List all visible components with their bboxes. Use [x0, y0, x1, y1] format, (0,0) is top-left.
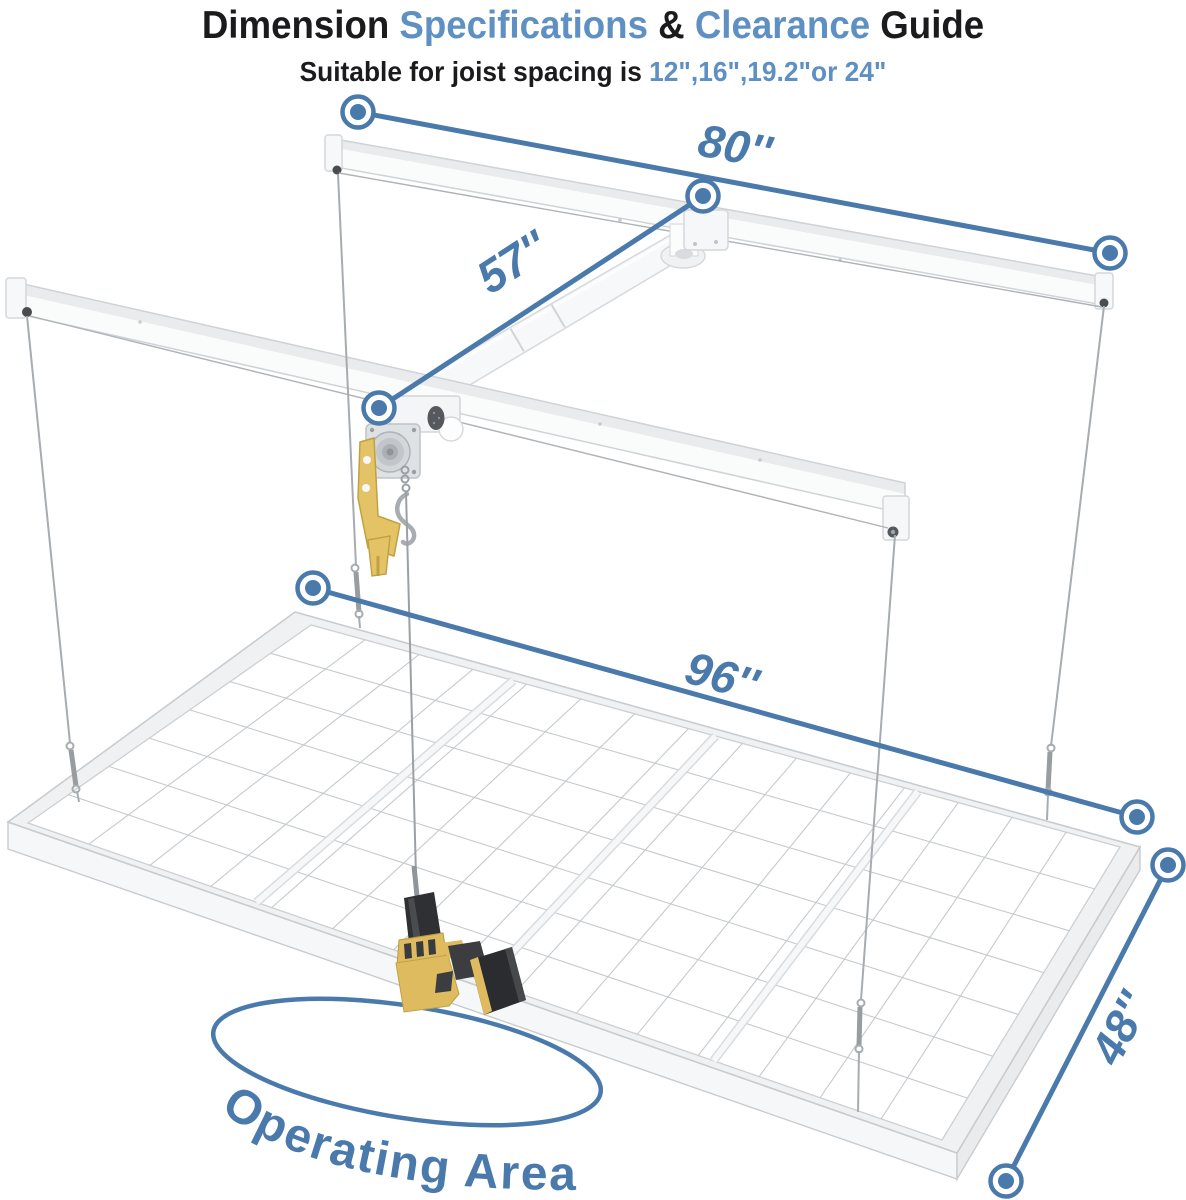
- page-title: Dimension Specifications & Clearance Gui…: [36, 4, 1151, 48]
- title-part-black: &: [647, 4, 695, 47]
- front-rail-left-endcap: [5, 277, 27, 319]
- suspension-cable-front-right: [854, 534, 896, 1113]
- mesh-wire: [332, 698, 582, 930]
- dimension-80: 80'': [340, 94, 1128, 271]
- mesh-wire: [758, 802, 959, 1077]
- title-part-black: Guide: [870, 4, 985, 47]
- title-part-blue: Clearance: [694, 4, 871, 47]
- mesh-wire: [697, 787, 905, 1056]
- mesh-wire: [819, 817, 1013, 1099]
- dimension-96: 96'': [295, 570, 1155, 835]
- dimension-label-96: 96'': [680, 641, 766, 711]
- winch-hoist-unit: [357, 395, 464, 577]
- mesh-wire: [880, 831, 1067, 1120]
- dimension-label-48: 48'': [1080, 982, 1161, 1073]
- dimension-label-80: 80'': [694, 114, 777, 179]
- vent-grille-icon: [427, 406, 445, 430]
- pulley-icon: [22, 307, 32, 317]
- title-part-blue: Specifications: [399, 4, 648, 47]
- title-part-black: Dimension: [201, 4, 400, 47]
- suspension-cable-back-left: [337, 173, 364, 629]
- pulley-icon: [1099, 298, 1109, 308]
- pulley-icon: [332, 165, 342, 175]
- mesh-wire: [515, 743, 743, 993]
- mesh-wire: [575, 757, 797, 1014]
- mesh-wire: [271, 683, 528, 908]
- clamp-bracket: [357, 437, 401, 557]
- subtitle-values: 12",16",19.2"or 24": [649, 56, 887, 87]
- storage-platform: [6, 611, 1142, 1182]
- header: Dimension Specifications & Clearance Gui…: [0, 0, 1186, 88]
- suspension-cable-front-left: [26, 315, 81, 803]
- ceiling-mount-junction: [660, 209, 729, 269]
- mesh-wire: [88, 639, 366, 845]
- platform-mesh-grid: [68, 639, 1095, 1120]
- mesh-wire: [210, 668, 474, 887]
- subtitle-prefix: Suitable for joist spacing is: [299, 56, 650, 87]
- mesh-wire: [482, 733, 718, 984]
- mesh-wire: [454, 728, 689, 972]
- hoist-cable: [405, 491, 417, 877]
- mesh-wire: [711, 789, 921, 1063]
- power-drill: [395, 865, 526, 1015]
- mesh-wire: [636, 772, 851, 1035]
- back-rail-left-endcap: [324, 134, 343, 172]
- suspension-cable-back-right: [1043, 305, 1105, 821]
- dimension-label-57: 57'': [467, 219, 558, 304]
- drill-body: [395, 954, 460, 1013]
- mesh-wire: [254, 678, 516, 905]
- mesh-wire: [149, 654, 420, 866]
- page-subtitle: Suitable for joist spacing is 12",16",19…: [36, 56, 1151, 88]
- drill-bit: [411, 865, 420, 897]
- operating-area-label: Operating Area: [213, 1076, 577, 1200]
